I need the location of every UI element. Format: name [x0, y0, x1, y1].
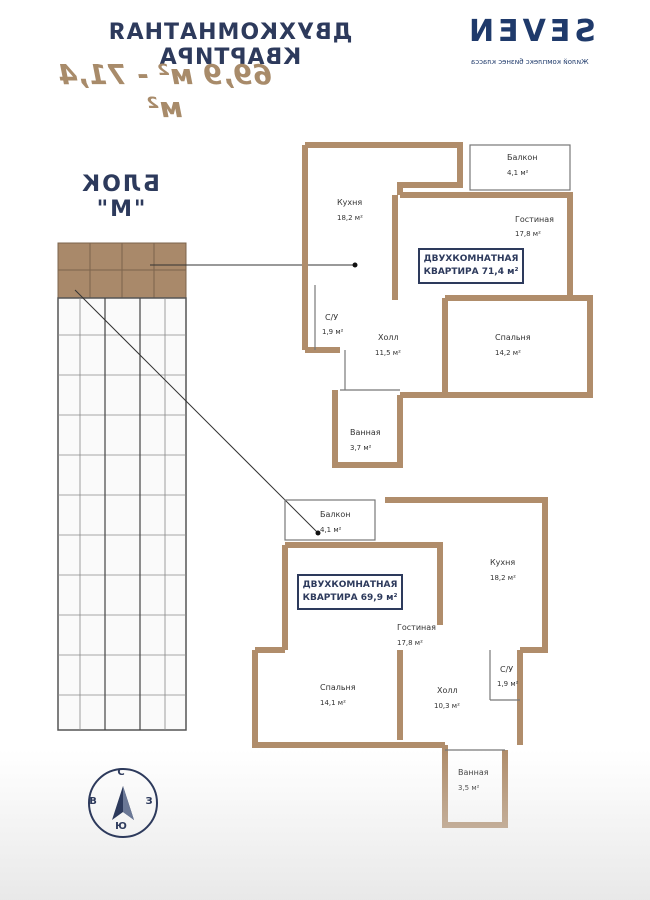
area-bottom-hall: 10,3 м²	[434, 702, 460, 710]
top-box-line2: КВАРТИРА 71,4 м²	[423, 267, 519, 277]
compass-south: Ю	[115, 821, 127, 832]
pointer-dot-bottom	[315, 530, 321, 536]
label-bottom-living: Гостиная	[397, 623, 436, 632]
apartment-plan-top-thin	[314, 144, 571, 391]
area-top-bedroom: 14,2 м²	[495, 349, 521, 357]
area-bottom-balcony: 4,1 м²	[320, 526, 342, 534]
label-bottom-bedroom: Спальня	[320, 683, 356, 692]
label-bottom-hall: Холл	[437, 686, 458, 695]
label-bottom-balcony: Балкон	[320, 510, 350, 519]
compass-west: З	[145, 796, 153, 807]
area-top-hall: 11,5 м²	[375, 349, 401, 357]
top-labels: Балкон 4,1 м² Кухня 18,2 м² Гостиная 17,…	[322, 153, 554, 452]
apartment-plan-bottom	[252, 497, 548, 828]
label-top-balcony: Балкон	[507, 153, 537, 162]
label-top-bedroom: Спальня	[495, 333, 531, 342]
bottom-box-line2: КВАРТИРА 69,9 м²	[302, 593, 398, 603]
label-top-hall: Холл	[378, 333, 399, 342]
pointer-dot-top	[352, 262, 358, 268]
label-top-wc: С/У	[325, 313, 338, 322]
top-apartment-box: ДВУХКОМНАТНАЯ КВАРТИРА 71,4 м²	[418, 248, 524, 284]
label-bottom-bath: Ванная	[458, 768, 489, 777]
area-top-balcony: 4,1 м²	[507, 169, 529, 177]
label-top-living: Гостиная	[515, 215, 554, 224]
label-top-kitchen: Кухня	[337, 198, 362, 207]
area-bottom-kitchen: 18,2 м²	[490, 574, 516, 582]
compass-arrow-icon	[112, 786, 134, 820]
apartment-plan-top	[302, 142, 593, 468]
bottom-apartment-box: ДВУХКОМНАТНАЯ КВАРТИРА 69,9 м²	[297, 574, 403, 610]
area-bottom-bath: 3,5 м²	[458, 784, 480, 792]
label-bottom-wc: С/У	[500, 665, 513, 674]
area-top-living: 17,8 м²	[515, 230, 541, 238]
compass-east: В	[89, 796, 97, 807]
compass-north: С	[117, 767, 125, 778]
area-top-wc: 1,9 м²	[322, 328, 344, 336]
area-bottom-bedroom: 14,1 м²	[320, 699, 346, 707]
building-outline	[57, 297, 187, 731]
compass: С Ю В З	[88, 767, 158, 838]
building-overview	[57, 242, 358, 731]
area-bottom-living: 17,8 м²	[397, 639, 423, 647]
label-bottom-kitchen: Кухня	[490, 558, 515, 567]
area-top-kitchen: 18,2 м²	[337, 214, 363, 222]
top-box-line1: ДВУХКОМНАТНАЯ	[423, 254, 519, 264]
bottom-box-line1: ДВУХКОМНАТНАЯ	[302, 580, 398, 590]
area-top-bath: 3,7 м²	[350, 444, 372, 452]
pointer-line-bottom	[74, 289, 319, 534]
label-top-bath: Ванная	[350, 428, 381, 437]
area-bottom-wc: 1,9 м²	[497, 680, 519, 688]
